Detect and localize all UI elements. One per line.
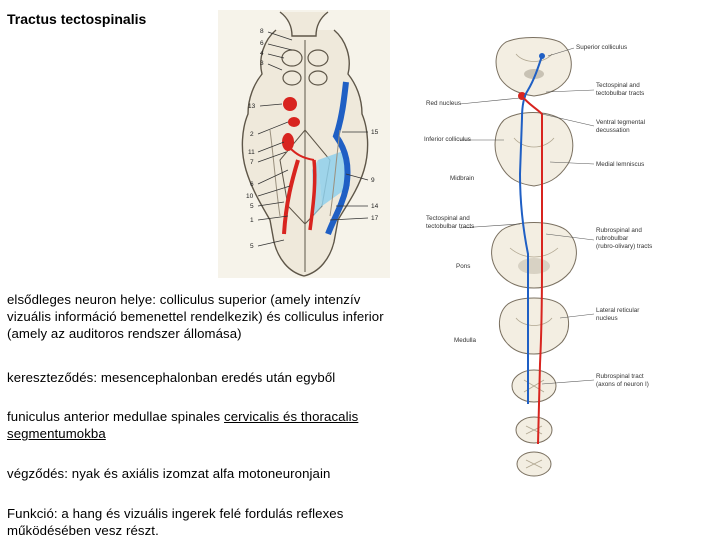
label-medulla: Medulla xyxy=(454,337,477,344)
gray-area xyxy=(524,69,544,79)
section-medulla xyxy=(499,297,569,355)
num-label: 5 xyxy=(250,243,254,250)
blue-tract xyxy=(325,81,351,236)
section-superior-colliculus xyxy=(495,37,572,97)
sulcus-left xyxy=(269,129,281,217)
num-label: 11 xyxy=(248,149,255,156)
label-tectospinal-bottom-2: tectobulbar tracts xyxy=(426,223,474,230)
label-medial-lemniscus: Medial lemniscus xyxy=(596,161,644,168)
label-pons: Pons xyxy=(456,263,470,270)
num-label: 2 xyxy=(250,131,254,138)
right-leader-lines xyxy=(459,47,595,385)
num-label: 14 xyxy=(371,203,379,210)
label-lateral-reticular-2: nucleus xyxy=(596,315,618,322)
num-label: 4 xyxy=(260,50,264,57)
num-label: 6 xyxy=(250,181,254,188)
label-ventral-tegmental-1: Ventral tegmental xyxy=(596,119,645,126)
num-label: 3 xyxy=(260,60,264,67)
colliculus-dot xyxy=(539,53,545,59)
num-label: 13 xyxy=(248,103,256,110)
red-crossing xyxy=(289,147,315,161)
label-tectospinal-2: tectobulbar tracts xyxy=(596,90,644,97)
num-label: 7 xyxy=(250,159,254,166)
num-label: 9 xyxy=(371,177,375,184)
colliculus-inferior-left xyxy=(282,70,302,86)
label-inferior-colliculus: Inferior colliculus xyxy=(424,136,471,143)
red-tract-right xyxy=(308,159,317,231)
paragraph-funiculus-underlined: cervicalis és thoracalis segmentumokba xyxy=(7,409,359,441)
section-pons xyxy=(491,222,577,289)
label-rubrospinal-tract-1: Rubrospinal tract xyxy=(596,373,644,380)
paragraph-funiculus-plain: funiculus anterior medullae spinales xyxy=(7,409,225,424)
brainstem-diagram: 8 6 4 3 13 2 11 7 6 10 5 1 15 9 14 17 5 xyxy=(218,10,390,278)
red-nucleus-lower xyxy=(282,133,294,151)
red-nucleus-upper xyxy=(283,97,297,111)
sulcus-right xyxy=(329,129,341,217)
leader-lines xyxy=(257,31,369,247)
label-rubrospinal-1: Rubrospinal and xyxy=(596,227,642,234)
label-ventral-tegmental-2: decussation xyxy=(596,127,630,134)
num-label: 15 xyxy=(371,129,379,136)
gray-area xyxy=(518,258,550,274)
num-label: 8 xyxy=(260,28,264,35)
label-red-nucleus: Red nucleus xyxy=(426,100,461,107)
num-label: 17 xyxy=(371,215,379,222)
colliculus-inferior-right xyxy=(308,70,328,86)
num-label: 5 xyxy=(250,203,254,210)
label-lateral-reticular-1: Lateral reticular xyxy=(596,307,639,314)
red-nucleus-middle xyxy=(288,117,300,127)
tectospinal-tract-line xyxy=(518,55,543,404)
red-tract-left xyxy=(282,159,300,235)
label-tectospinal-1: Tectospinal and xyxy=(596,82,640,89)
rubrospinal-tract-line xyxy=(521,95,543,445)
light-blue-region xyxy=(318,150,350,206)
num-label: 10 xyxy=(246,193,254,200)
label-rubrospinal-tract-2: (axons of neuron I) xyxy=(596,381,649,388)
paragraph-funiculus: funiculus anterior medullae spinales cer… xyxy=(7,408,399,442)
cross-section-diagram: Superior colliculus Tectospinal and tect… xyxy=(424,37,652,477)
label-midbrain: Midbrain xyxy=(450,175,475,182)
paragraph-crossing: kereszteződés: mesencephalonban eredés u… xyxy=(7,370,336,385)
paragraph-function: Funkció: a hang és vizuális ingerek felé… xyxy=(7,506,344,538)
num-label: 1 xyxy=(250,217,254,224)
colliculus-right xyxy=(307,49,329,67)
inner-structures xyxy=(509,53,559,469)
label-rubrospinal-3: (rubro-olivary) tracts xyxy=(596,243,652,250)
num-label: 6 xyxy=(260,40,264,47)
section-inferior-colliculus xyxy=(494,112,574,187)
label-tectospinal-bottom-1: Tectospinal and xyxy=(426,215,470,222)
paragraph-termination: végződés: nyak és axiális izomzat alfa m… xyxy=(7,466,331,481)
page-title: Tractus tectospinalis xyxy=(7,11,147,27)
paragraph-primary-neuron: elsődleges neuron helye: colliculus supe… xyxy=(7,292,384,341)
label-rubrospinal-2: rubrobulbar xyxy=(596,235,628,242)
label-superior-colliculus: Superior colliculus xyxy=(576,44,627,51)
